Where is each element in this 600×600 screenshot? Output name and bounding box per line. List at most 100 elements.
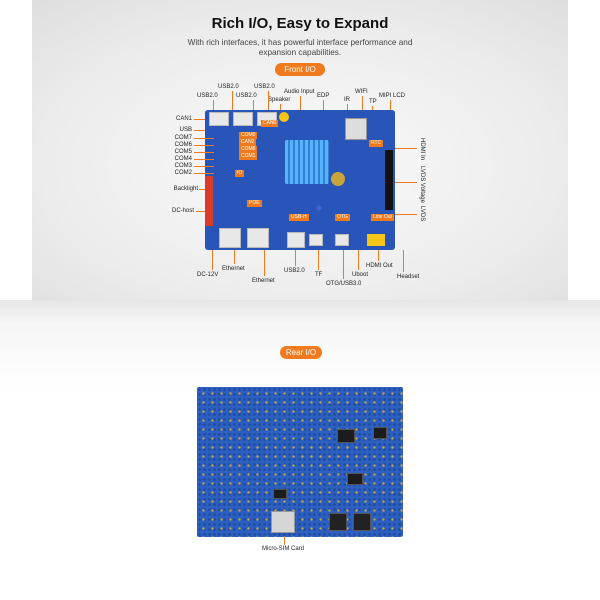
rear-chip-2 (373, 427, 387, 439)
leader-line (264, 250, 265, 276)
backlight-connector (205, 176, 213, 226)
rear-chip-3 (273, 489, 287, 499)
leader-line (194, 159, 214, 160)
usb-port-1 (209, 112, 229, 126)
leader-line (343, 250, 344, 279)
tag-usb-h: USB-H (289, 214, 309, 221)
leader-line (395, 148, 417, 149)
label-usb: USB (179, 127, 192, 133)
leader-line (194, 130, 205, 131)
usb-port-bottom (287, 232, 305, 248)
lvds-connector (385, 150, 393, 210)
leader-line (347, 104, 348, 110)
rtc-battery (331, 172, 345, 186)
label-hdmi-in: HDMI In (419, 138, 425, 161)
hdmi-out-port (367, 234, 385, 246)
leader-line (194, 152, 214, 153)
leader-line (199, 189, 205, 190)
tag-can2: CAN2 (239, 139, 257, 146)
leader-line (358, 250, 359, 270)
label-backlight: Backlight (173, 186, 198, 192)
leader-line (194, 138, 214, 139)
audio-jack (279, 112, 289, 122)
label-micro-sim: Micro-SIM Card (262, 546, 305, 552)
label-ethernet-a: Ethernet (222, 266, 245, 272)
leader-line (395, 214, 417, 215)
label-otg-usb30: OTG/USB3.0 (326, 281, 362, 287)
ethernet-port-2 (247, 228, 269, 248)
leader-line (378, 250, 379, 261)
rear-board-image (197, 387, 403, 537)
leader-line (212, 250, 213, 270)
leader-line (390, 100, 391, 110)
tag-can0: CAN0 (261, 120, 279, 127)
tf-slot (309, 234, 323, 246)
leader-line (213, 100, 214, 110)
tag-otg: OTG (335, 214, 350, 221)
page-title: Rich I/O, Easy to Expand (211, 15, 389, 32)
tag-com0: COM0 (239, 132, 258, 139)
leader-line (232, 91, 233, 110)
label-wifi: WIFI (355, 89, 368, 95)
label-usb20-a: USB2.0 (197, 93, 218, 99)
leader-line (280, 104, 281, 110)
rear-io-badge: Rear I/O (280, 346, 322, 359)
leader-line (194, 119, 205, 120)
tag-poe: POE (247, 200, 262, 207)
label-mipi-lcd: MIPI LCD (379, 93, 406, 99)
page-subtitle: With rich interfaces, it has powerful in… (187, 38, 413, 57)
label-dc-host: DC-host (171, 208, 194, 214)
leader-line (318, 250, 319, 270)
label-edp: EDP (317, 93, 330, 99)
leader-line (395, 182, 417, 183)
leader-line (300, 96, 301, 110)
label-usb20-d: USB2.0 (254, 84, 275, 90)
label-lvds-voltage: LVDS Voltage (419, 166, 425, 203)
rear-connector-1 (329, 513, 347, 531)
label-ethernet-b: Ethernet (252, 278, 275, 284)
right-margin (568, 0, 600, 300)
rear-connector-2 (353, 513, 371, 531)
leader-line (194, 166, 214, 167)
leader-line (194, 173, 214, 174)
label-tp: TP (369, 99, 377, 105)
label-com7: COM7 (174, 135, 192, 141)
leader-line (362, 96, 363, 110)
leader-line (253, 100, 254, 110)
micro-sim-slot (271, 511, 295, 533)
label-com3: COM3 (174, 163, 192, 169)
tag-line-out: Line Out (371, 214, 394, 221)
front-io-badge: Front I/O (275, 63, 325, 76)
usb-port-2 (233, 112, 253, 126)
tag-io: IO (235, 170, 245, 177)
label-hdmi-out: HDMI Out (366, 263, 393, 269)
label-com2: COM2 (174, 170, 192, 176)
label-usb20-b: USB2.0 (218, 84, 239, 90)
label-dc-12v: DC-12V (197, 272, 219, 278)
tag-rtc: RTC (369, 140, 384, 147)
label-headset: Headset (397, 274, 420, 280)
label-usb20-bottom: USB2.0 (284, 268, 305, 274)
label-com5: COM5 (174, 149, 192, 155)
label-com6: COM6 (174, 142, 192, 148)
wifi-module (345, 118, 367, 140)
leader-line (403, 250, 404, 272)
leader-line (295, 250, 296, 266)
leader-line (194, 145, 214, 146)
label-lvds: LVDS (419, 206, 425, 222)
otg-port (335, 234, 349, 246)
leader-line (268, 91, 269, 110)
tag-com1: COM1 (239, 153, 258, 160)
label-uboot: Uboot (352, 272, 369, 278)
label-usb20-c: USB2.0 (236, 93, 257, 99)
rear-chip-1 (337, 429, 355, 443)
leader-line (284, 537, 285, 545)
left-margin (0, 0, 32, 300)
label-audio-input: Audio Input (284, 89, 315, 95)
label-ir: IR (344, 97, 350, 103)
leader-line (196, 211, 205, 212)
label-tf: TF (315, 272, 323, 278)
heatsink (285, 140, 329, 184)
rear-chip-4 (347, 473, 363, 485)
